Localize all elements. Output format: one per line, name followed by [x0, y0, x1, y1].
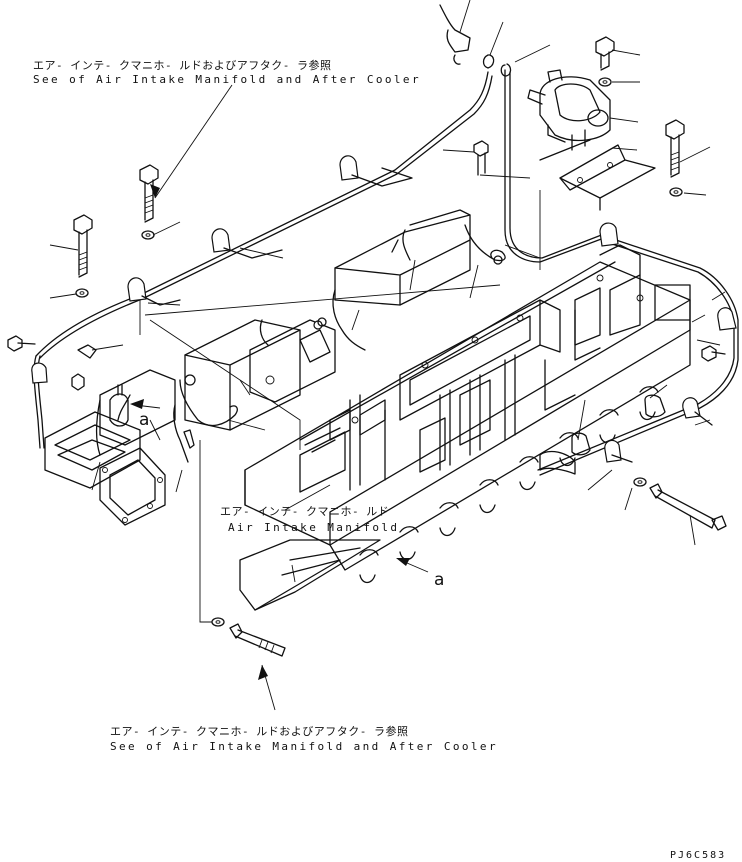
- note-bottom-en: See of Air Intake Manifold and After Coo…: [110, 740, 498, 753]
- terminal-cables: [95, 4, 512, 463]
- note-top-en: See of Air Intake Manifold and After Coo…: [33, 73, 421, 86]
- note-bottom-jp: エア- インテ- クマニホ- ルドおよびアフタク- ラ参照: [110, 725, 409, 738]
- drawing-code: PJ6C583: [670, 850, 727, 861]
- manifold-body: [239, 244, 691, 611]
- fasteners: [7, 36, 727, 657]
- view-marker-left: a: [139, 410, 150, 430]
- note-mid-en: Air Intake Manifold: [228, 521, 400, 534]
- left-heater-assembly: [44, 369, 176, 526]
- note-mid-jp: エア- インテ- クマニホ- ルド: [220, 505, 390, 518]
- heater-relay: [527, 69, 656, 211]
- note-top-jp: エア- インテ- クマニホ- ルドおよびアフタク- ラ参照: [33, 59, 332, 72]
- view-marker-right: a: [434, 570, 445, 590]
- leader-lines: [49, 0, 726, 711]
